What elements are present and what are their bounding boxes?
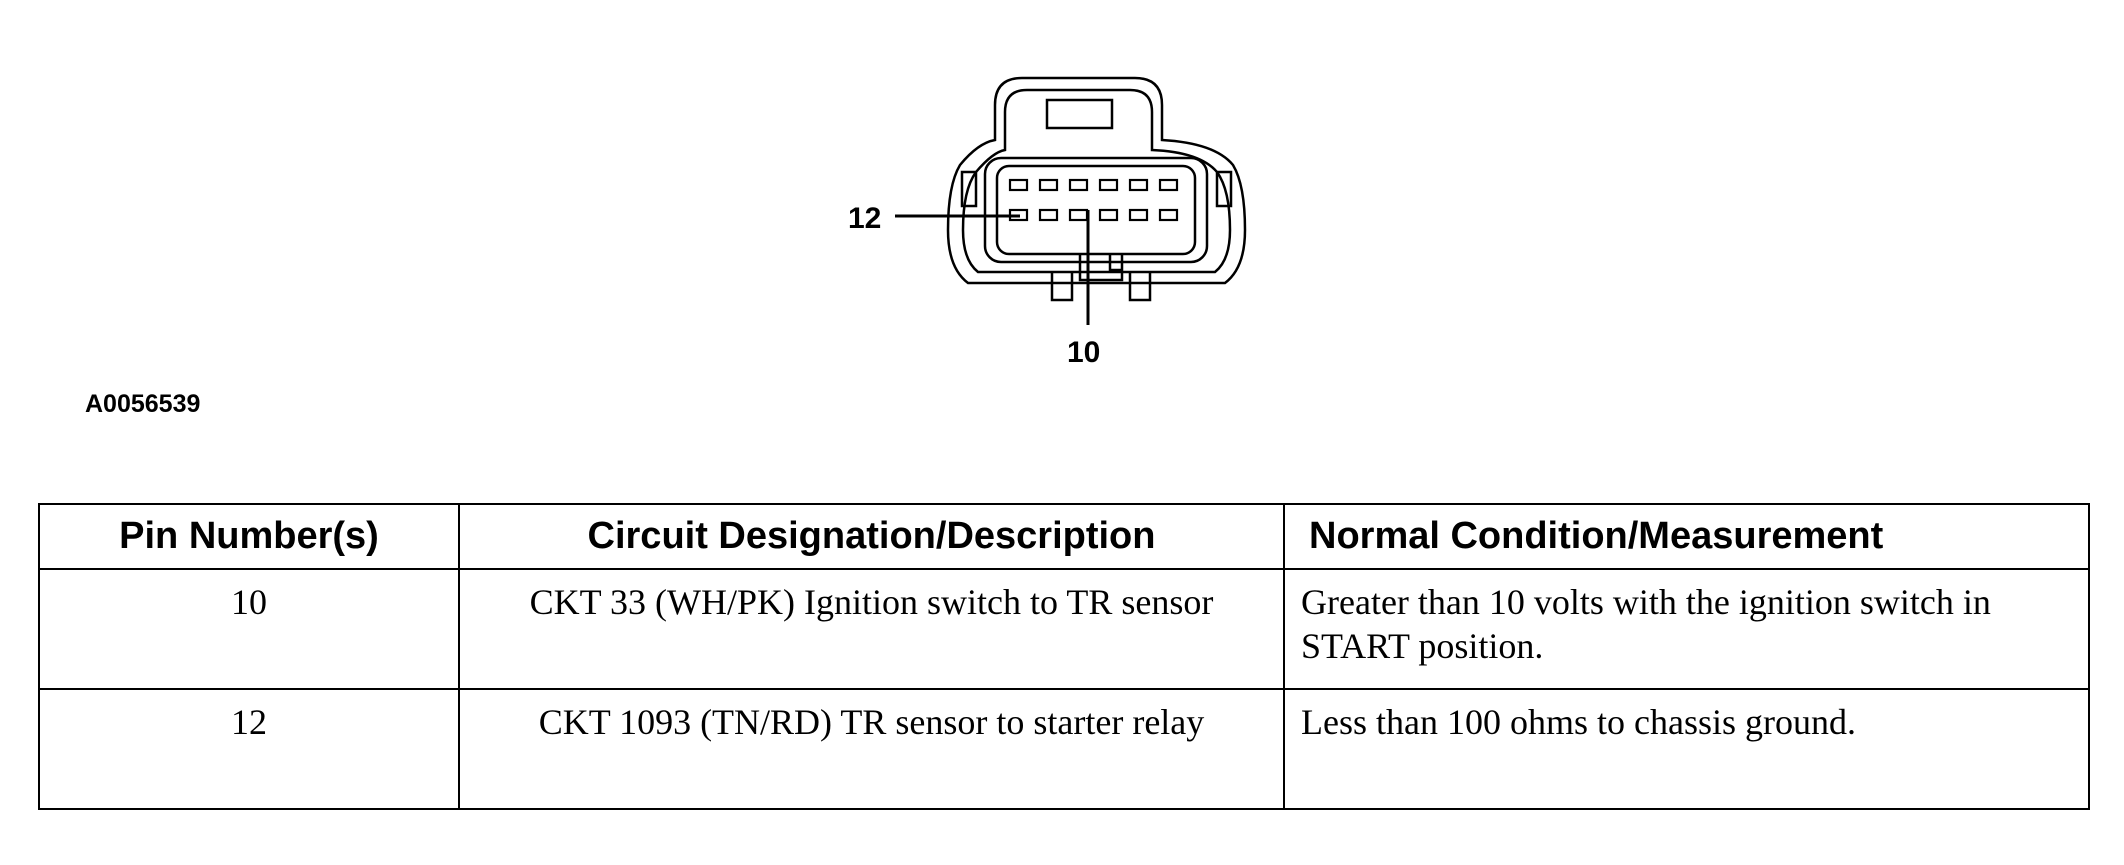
callout-10-label: 10 <box>1067 336 1100 369</box>
terminal-cavity <box>1158 208 1179 222</box>
terminal-cavity <box>1098 208 1119 222</box>
connector-housing-outer <box>946 76 1247 285</box>
terminal-cavity <box>1038 208 1059 222</box>
callout-12-label: 12 <box>848 202 881 235</box>
terminal-cavity <box>1068 178 1089 192</box>
left-latch <box>960 170 978 208</box>
condition-cell: Greater than 10 volts with the ignition … <box>1283 568 2090 690</box>
table-header-row: Pin Number(s) Circuit Designation/Descri… <box>38 503 2090 570</box>
right-latch <box>1215 170 1233 208</box>
condition-cell: Less than 100 ohms to chassis ground. <box>1283 688 2090 810</box>
terminal-face-inner <box>995 164 1197 256</box>
terminal-face-outer <box>983 156 1209 264</box>
pin-table: Pin Number(s) Circuit Designation/Descri… <box>38 503 2090 810</box>
bottom-foot-right <box>1128 272 1152 302</box>
bottom-key <box>1078 255 1124 282</box>
pin-cell: 12 <box>38 688 460 810</box>
connector-diagram: 12 10 <box>848 76 1247 369</box>
header-pin-numbers: Pin Number(s) <box>38 503 460 570</box>
terminal-cavity <box>1128 178 1149 192</box>
header-circuit-designation: Circuit Designation/Description <box>458 503 1285 570</box>
pin-cell: 10 <box>38 568 460 690</box>
table-row: 10 CKT 33 (WH/PK) Ignition switch to TR … <box>38 568 2090 690</box>
bottom-key-detail <box>1108 255 1122 272</box>
terminal-cavity <box>1008 178 1029 192</box>
terminal-cavity <box>1128 208 1149 222</box>
terminal-cavity <box>1038 178 1059 192</box>
connector-housing-inner <box>961 88 1232 274</box>
circuit-cell: CKT 1093 (TN/RD) TR sensor to starter re… <box>458 688 1285 810</box>
table-row: 12 CKT 1093 (TN/RD) TR sensor to starter… <box>38 688 2090 810</box>
locking-tab <box>1045 98 1114 130</box>
circuit-cell: CKT 33 (WH/PK) Ignition switch to TR sen… <box>458 568 1285 690</box>
bottom-foot-left <box>1050 272 1074 302</box>
figure-id: A0056539 <box>85 390 201 418</box>
header-normal-condition: Normal Condition/Measurement <box>1283 503 2090 570</box>
terminal-cavity <box>1098 178 1119 192</box>
terminal-cavities <box>1008 178 1179 222</box>
terminal-cavity <box>1158 178 1179 192</box>
terminal-cavity <box>1068 208 1089 222</box>
